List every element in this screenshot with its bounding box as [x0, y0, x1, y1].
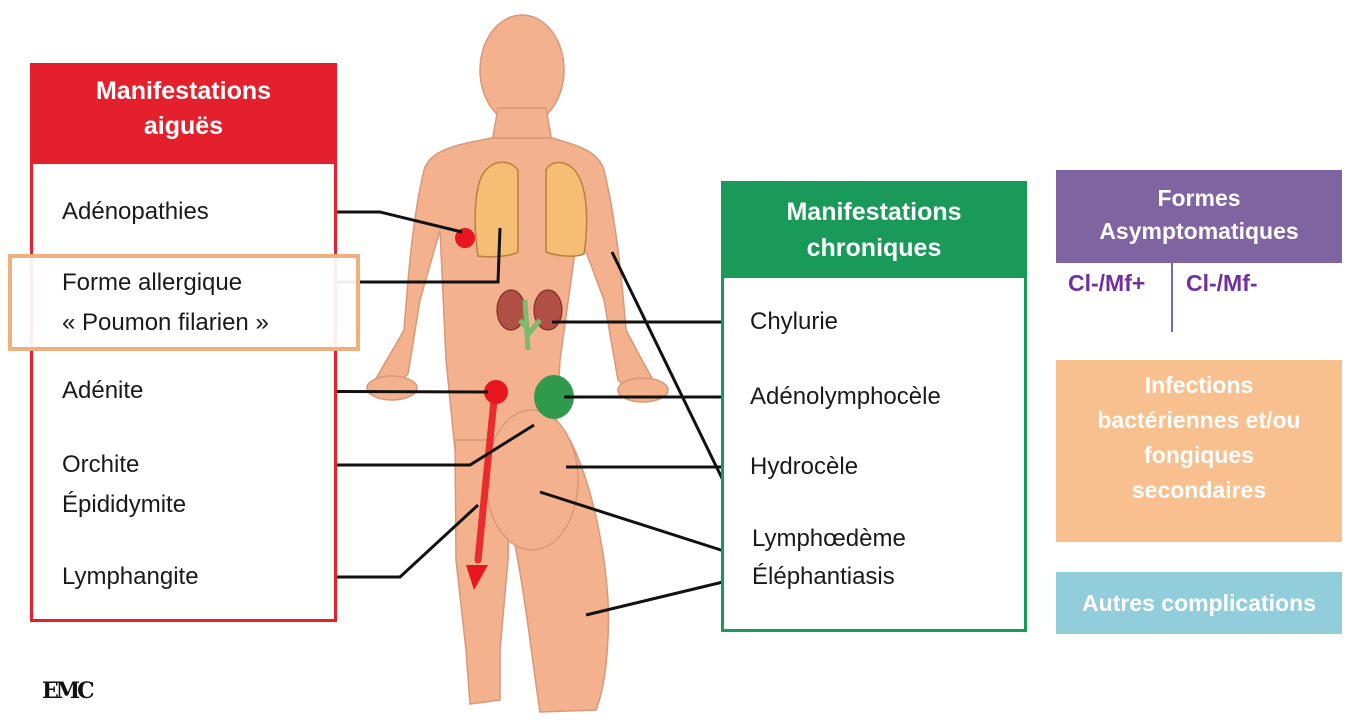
asymptomatic-cl-mf-plus: Cl-/Mf+	[1068, 270, 1145, 297]
scrotum	[486, 410, 578, 550]
left-hand	[367, 376, 417, 400]
asymptomatic-divider	[1171, 262, 1173, 332]
left-lung	[475, 162, 518, 257]
emc-logo: EMC	[42, 678, 92, 704]
asymptomatic-forms-box: Formes Asymptomatiques	[1056, 170, 1342, 260]
label-allergic-form: Forme allergique	[62, 268, 242, 298]
secondary-infections-box: Infections bactériennes et/ou fongiques …	[1056, 360, 1342, 542]
acute-title: Manifestations aiguës	[30, 74, 337, 144]
label-chylurie: Chylurie	[750, 307, 838, 337]
asymptomatic-cl-mf-minus: Cl-/Mf-	[1186, 270, 1258, 297]
label-filarial-lung: « Poumon filarien »	[62, 308, 269, 338]
label-lymphangite: Lymphangite	[62, 562, 199, 592]
label-epididymite: Épididymite	[62, 490, 186, 520]
label-hydrocele: Hydrocèle	[750, 452, 858, 482]
label-adenite: Adénite	[62, 376, 143, 406]
label-orchite: Orchite	[62, 450, 139, 480]
neck	[492, 108, 552, 142]
label-lymphoedeme: Lymphœdème	[752, 524, 906, 554]
label-adenolymphocele: Adénolymphocèle	[750, 382, 941, 412]
label-adenopathies: Adénopathies	[62, 197, 209, 227]
label-elephantiasis: Éléphantiasis	[752, 562, 895, 592]
chronic-title: Manifestations chroniques	[721, 194, 1027, 266]
other-complications-box: Autres complications	[1056, 572, 1342, 634]
asymptomatic-underline	[1056, 260, 1342, 263]
